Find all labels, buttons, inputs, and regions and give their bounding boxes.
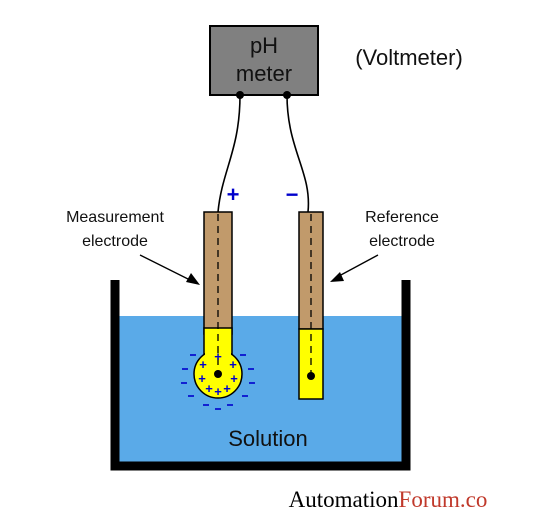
- svg-text:+: +: [199, 357, 207, 372]
- measurement-arrowhead: [186, 273, 200, 285]
- svg-text:+: +: [198, 371, 206, 386]
- reference-label-line1: Reference: [365, 209, 439, 226]
- negative-sign: −: [286, 182, 299, 207]
- watermark-part2: Forum.co: [399, 487, 488, 510]
- beaker: [110, 280, 411, 471]
- measurement-label-line2: electrode: [82, 233, 148, 250]
- watermark: AutomationForum.co: [289, 487, 488, 510]
- wire-positive: [217, 94, 241, 213]
- measurement-electrode: + + + + + + + +: [181, 211, 255, 410]
- solution-label: Solution: [228, 426, 308, 451]
- reference-arrow: [338, 254, 379, 277]
- beaker-walls: [110, 280, 411, 471]
- outer-negative-charges: [181, 354, 255, 410]
- svg-text:+: +: [214, 384, 222, 399]
- reference-arrowhead: [330, 272, 344, 282]
- ph-meter: pH meter: [209, 25, 319, 99]
- ph-meter-label-line1: pH: [250, 33, 278, 58]
- inner-positive-charges: + + + + + + + +: [198, 349, 238, 399]
- terminal-negative-dot: [283, 91, 291, 99]
- wire-negative: [286, 94, 310, 213]
- positive-sign: +: [227, 182, 240, 207]
- measurement-label-line1: Measurement: [66, 209, 164, 226]
- measurement-electrode-tip: [214, 370, 222, 378]
- reference-electrode: [298, 211, 324, 400]
- svg-text:+: +: [223, 381, 231, 396]
- svg-text:+: +: [229, 357, 237, 372]
- measurement-arrow: [139, 254, 191, 281]
- watermark-part1: Automation: [289, 487, 399, 510]
- reference-electrode-tip: [307, 372, 315, 380]
- solution-fill: [115, 316, 406, 466]
- svg-text:+: +: [214, 349, 222, 364]
- ph-meter-box: [209, 25, 319, 96]
- ph-meter-label-line2: meter: [236, 61, 292, 86]
- reference-label-line2: electrode: [369, 233, 435, 250]
- svg-text:+: +: [205, 381, 213, 396]
- voltmeter-caption: (Voltmeter): [355, 45, 463, 70]
- terminal-positive-dot: [236, 91, 244, 99]
- svg-text:+: +: [230, 371, 238, 386]
